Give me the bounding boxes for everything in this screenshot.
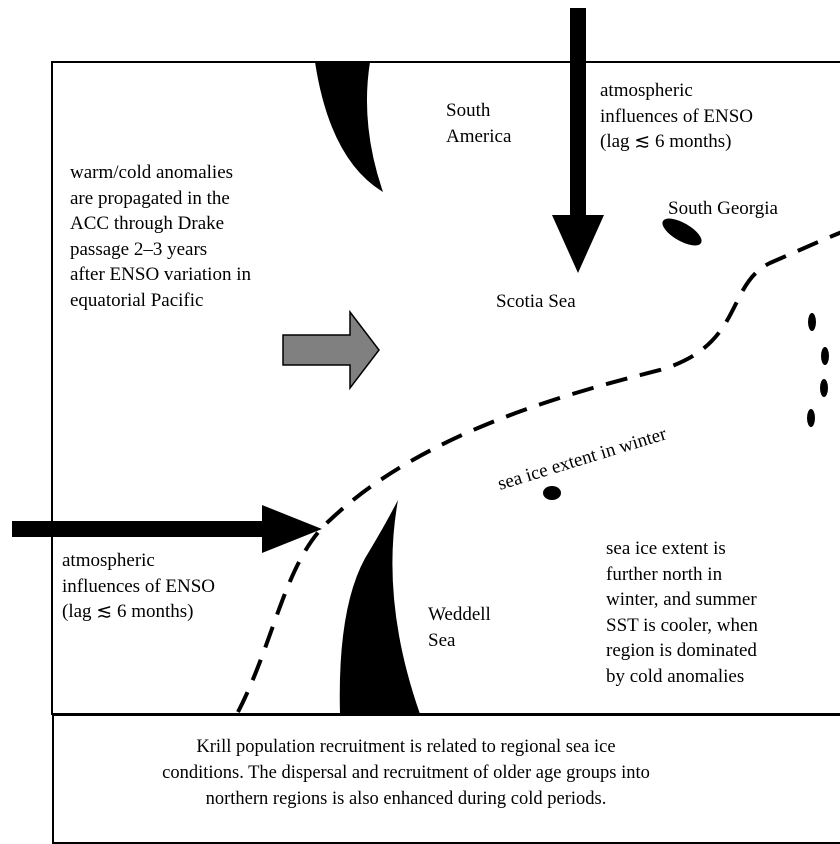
south-georgia-island [662, 218, 702, 246]
caption-line: conditions. The dispersal and recruitmen… [162, 763, 650, 783]
label-scotia-sea: Scotia Sea [496, 291, 576, 312]
label-south-america: South America [446, 98, 511, 149]
label-atmospheric-top: atmospheric influences of ENSO (lag ≲ 6 … [600, 78, 753, 155]
south-america-landmass [315, 62, 383, 192]
caption: Krill population recruitment is related … [52, 734, 760, 812]
propagation-arrow [282, 309, 380, 391]
atmospheric-arrow-left [12, 505, 322, 553]
label-line: further north in [606, 563, 723, 585]
label-line: ACC through Drake [70, 213, 225, 234]
island-east-1 [808, 313, 816, 331]
island-east-2 [821, 347, 829, 365]
label-line: after ENSO variation in [70, 264, 251, 285]
label-line: America [446, 125, 512, 147]
label-line: South [446, 100, 491, 121]
label-line: equatorial Pacific [70, 289, 204, 311]
island-east-4 [807, 409, 815, 427]
label-line: atmospheric [600, 80, 693, 101]
label-line: warm/cold anomalies [70, 162, 234, 183]
label-line: sea ice extent is [606, 538, 726, 559]
island-east-3 [820, 379, 828, 397]
label-line: SST is cooler, when [606, 614, 758, 636]
atmospheric-arrow-top [552, 8, 604, 273]
label-line: Weddell [428, 604, 491, 625]
label-line: influences of ENSO [600, 105, 754, 127]
label-line: are propagated in the [70, 187, 230, 209]
label-line: by cold anomalies [606, 665, 745, 687]
label-line: winter, and summer [606, 589, 757, 610]
label-south-georgia: South Georgia [668, 198, 778, 219]
label-line: (lag ≲ 6 months) [600, 131, 732, 152]
label-weddell-sea: Weddell Sea [428, 602, 491, 653]
caption-line: northern regions is also enhanced during… [205, 789, 607, 809]
label-line: passage 2–3 years [70, 238, 208, 260]
sea-ice-extent-line [236, 230, 840, 713]
label-line: atmospheric [62, 550, 155, 571]
label-sea-ice-north: sea ice extent is further north in winte… [606, 536, 758, 689]
island-small [543, 486, 561, 500]
label-line: influences of ENSO [62, 575, 216, 597]
antarctic-peninsula-landmass [339, 500, 420, 714]
label-atmospheric-left: atmospheric influences of ENSO (lag ≲ 6 … [62, 548, 215, 625]
label-warm-cold-anomalies: warm/cold anomalies are propagated in th… [70, 160, 251, 313]
label-line: region is dominated [606, 640, 757, 661]
label-line: Sea [428, 629, 456, 651]
label-line: (lag ≲ 6 months) [62, 601, 194, 622]
label-sea-ice-winter: sea ice extent in winter [495, 423, 669, 494]
caption-line: Krill population recruitment is related … [196, 737, 616, 757]
